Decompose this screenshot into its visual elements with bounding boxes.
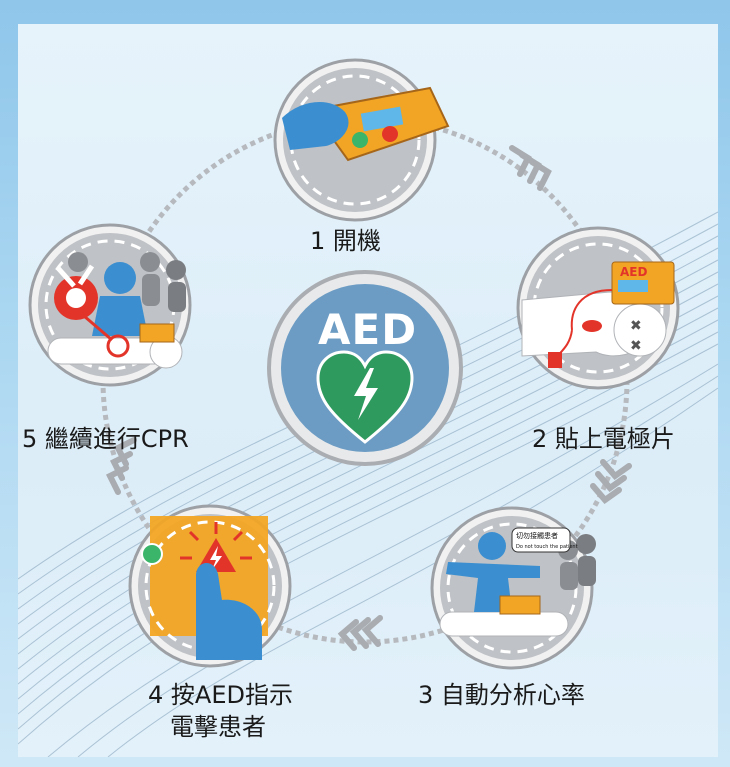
svg-text:AED: AED — [620, 265, 647, 279]
heart-icon — [316, 350, 414, 444]
power-button-icon — [141, 543, 163, 565]
svg-text:切勿接觸患者: 切勿接觸患者 — [516, 531, 558, 540]
rescuer-head — [104, 262, 136, 294]
center-aed-logo — [267, 270, 463, 466]
arrow-4-to-5 — [105, 437, 137, 495]
step-3-illustration: 切勿接觸患者 Do not touch the patient — [430, 506, 596, 670]
aed-logo-text: AED — [318, 305, 418, 354]
step-4-label-line-1: 4 按AED指示 — [148, 681, 293, 709]
svg-text:✖: ✖ — [630, 338, 642, 354]
lightning-icon — [354, 368, 378, 420]
arrow-2-to-3 — [590, 459, 632, 505]
arrow-3-to-4 — [337, 615, 383, 651]
step-2-illustration: ✖ ✖ AED — [516, 226, 680, 390]
svg-text:Do not touch the patient: Do not touch the patient — [516, 544, 578, 550]
step-3-label: 3 自動分析心率 — [418, 681, 585, 709]
speech-bubble — [511, 527, 571, 553]
step-4-illustration — [128, 504, 292, 668]
finger — [196, 562, 262, 660]
step-1-label: 1 開機 — [310, 227, 381, 255]
step-5-illustration — [28, 223, 192, 387]
step-2-label: 2 貼上電極片 — [532, 425, 675, 453]
step-4-label-line-2: 電擊患者 — [170, 713, 266, 741]
arrow-1-to-2 — [509, 145, 552, 191]
figure-head — [478, 532, 506, 560]
svg-text:✖: ✖ — [630, 318, 642, 334]
step-1-illustration — [273, 58, 450, 222]
step-5-label: 5 繼續進行CPR — [22, 425, 189, 453]
finger — [282, 101, 349, 150]
